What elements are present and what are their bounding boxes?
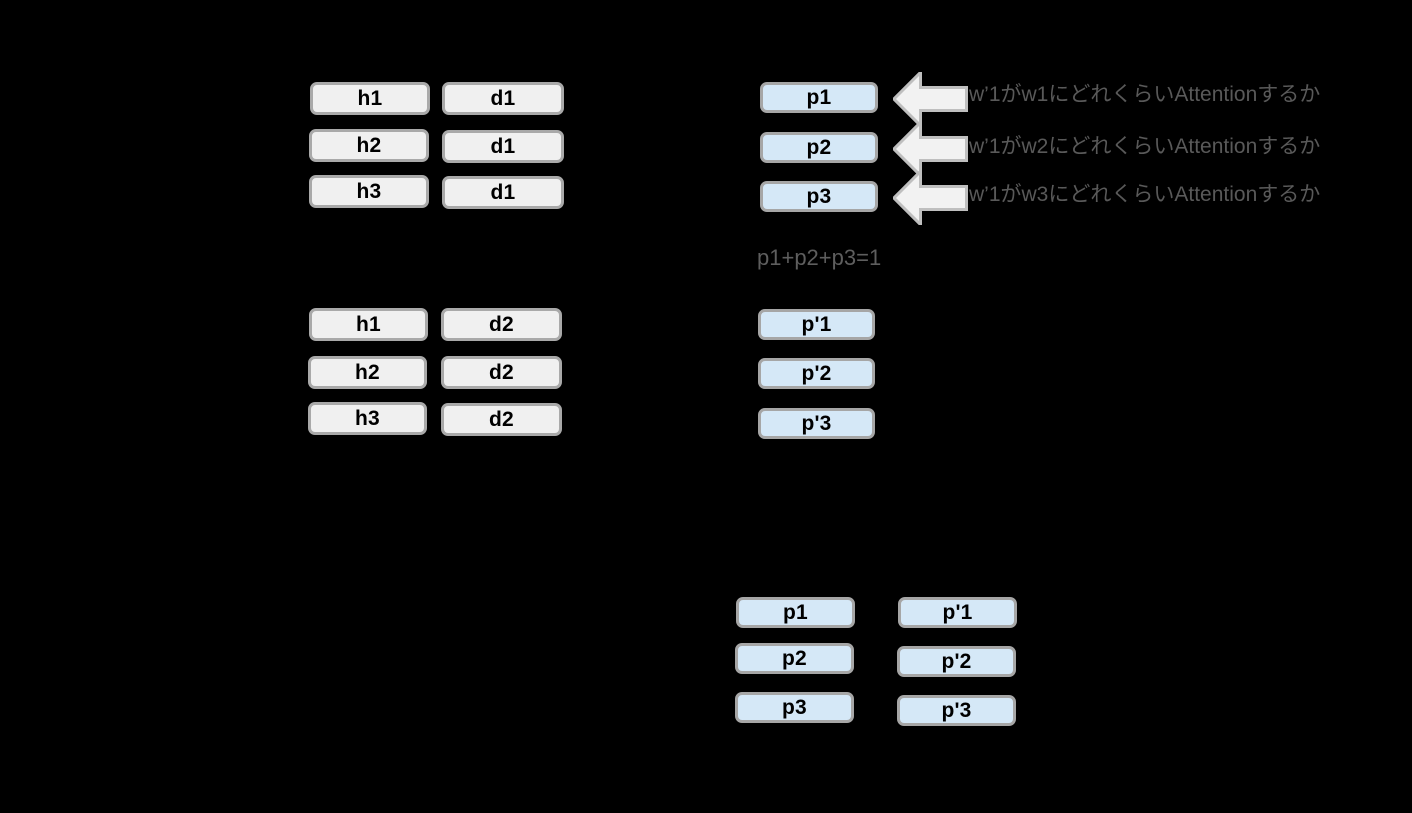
box-d1-row2: d1 bbox=[442, 130, 564, 163]
box-p-prime-2: p'2 bbox=[758, 358, 875, 389]
sum-formula: p1+p2+p3=1 bbox=[757, 245, 882, 270]
box-bottom-p3: p3 bbox=[735, 692, 854, 723]
box-bottom-p-prime-3: p'3 bbox=[897, 695, 1016, 726]
annotation-p1: w’1がw1にどれくらいAttentionするか bbox=[969, 83, 1321, 106]
annotation-p2: w’1がw2にどれくらいAttentionするか bbox=[969, 135, 1321, 158]
annotation-p3: w’1がw3にどれくらいAttentionするか bbox=[969, 183, 1321, 206]
box-d2-row6: d2 bbox=[441, 403, 562, 436]
box-bottom-p2: p2 bbox=[735, 643, 854, 674]
box-p-prime-1: p'1 bbox=[758, 309, 875, 340]
box-d1-row3: d1 bbox=[442, 176, 564, 209]
box-p-prime-3: p'3 bbox=[758, 408, 875, 439]
box-h2-row2: h2 bbox=[309, 129, 429, 162]
box-h1-row4: h1 bbox=[309, 308, 428, 341]
box-p3: p3 bbox=[760, 181, 878, 212]
box-d1-row1: d1 bbox=[442, 82, 564, 115]
box-bottom-p-prime-2: p'2 bbox=[897, 646, 1016, 677]
left-arrow-icon-1 bbox=[893, 72, 968, 126]
left-arrow-icon-2 bbox=[893, 122, 968, 176]
box-h2-row5: h2 bbox=[308, 356, 427, 389]
box-bottom-p-prime-1: p'1 bbox=[898, 597, 1017, 628]
box-d2-row4: d2 bbox=[441, 308, 562, 341]
box-h3-row3: h3 bbox=[309, 175, 429, 208]
box-bottom-p1: p1 bbox=[736, 597, 855, 628]
box-p1: p1 bbox=[760, 82, 878, 113]
box-d2-row5: d2 bbox=[441, 356, 562, 389]
left-arrow-icon-3 bbox=[893, 171, 968, 225]
box-h1-row1: h1 bbox=[310, 82, 430, 115]
box-p2: p2 bbox=[760, 132, 878, 163]
box-h3-row6: h3 bbox=[308, 402, 427, 435]
